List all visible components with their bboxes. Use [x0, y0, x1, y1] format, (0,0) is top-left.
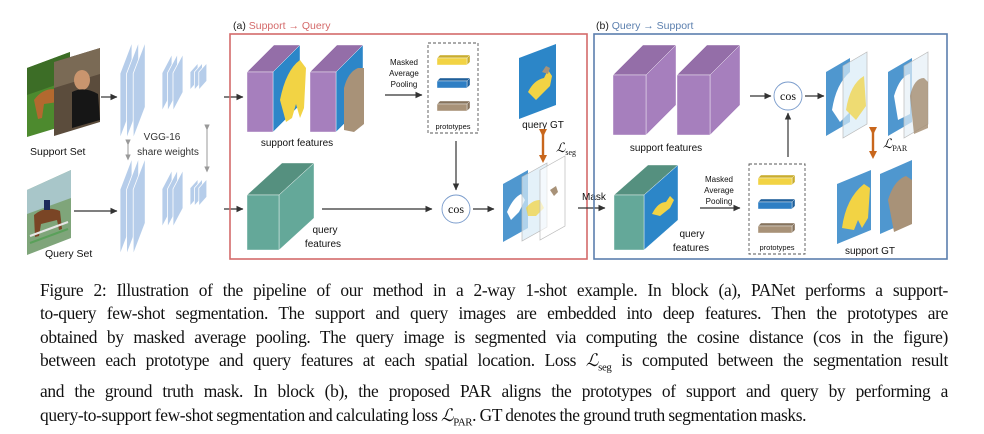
- loss-par-symbol: ℒPAR: [441, 405, 472, 425]
- prediction-class2: [540, 156, 565, 240]
- support-feature-map-b2: [677, 45, 740, 135]
- prototype-vector: [437, 78, 470, 88]
- share-weights-label: share weights: [137, 147, 199, 158]
- support-features-a: [247, 45, 364, 132]
- box-top-face: [437, 55, 470, 58]
- prototype-vector: [437, 55, 470, 65]
- query-features-label-a-line2: features: [305, 239, 341, 250]
- support-prediction-masks: [826, 52, 928, 138]
- map-label-a-line3: Pooling: [391, 80, 418, 89]
- caption-line: Figure 2: Illustration of the pipeline o…: [40, 279, 948, 302]
- box-front-face: [437, 81, 467, 88]
- map-label-b-line2: Average: [704, 186, 734, 195]
- prototype-vector: [758, 175, 795, 185]
- prototypes-label-a: prototypes: [435, 122, 470, 131]
- box-top-face: [758, 199, 795, 202]
- map-label-a-line1: Masked: [390, 58, 418, 67]
- box-front-face: [310, 72, 336, 132]
- prototype-vector: [758, 223, 795, 233]
- query-features-label-a-line1: query: [312, 225, 337, 236]
- box-top-face: [437, 101, 470, 104]
- vgg16-encoder-support: [120, 42, 207, 139]
- query-gt-label: query GT: [522, 120, 564, 131]
- prototype-vector: [437, 101, 470, 111]
- box-front-face: [247, 195, 279, 250]
- figure-caption: Figure 2: Illustration of the pipeline o…: [40, 279, 948, 434]
- box-front-face: [613, 75, 646, 135]
- box-front-face: [437, 104, 467, 111]
- block-a-support-to-query: (a) Support → Query support features Mas…: [230, 20, 587, 259]
- caption-text: is computed between the segmentation res…: [611, 350, 948, 370]
- cos-label-a: cos: [448, 202, 464, 216]
- box-front-face: [614, 195, 644, 250]
- support-gt-masks: [837, 160, 912, 244]
- box-top-face: [758, 223, 795, 226]
- caption-line: query-to-support few-shot segmentation a…: [40, 404, 948, 434]
- box-front-face: [247, 72, 273, 132]
- box-front-face: [758, 202, 792, 209]
- support-image-person: [54, 48, 100, 136]
- cos-label-b: cos: [780, 89, 796, 103]
- vgg16-label: VGG-16: [144, 132, 181, 143]
- query-features-label-b-line1: query: [679, 229, 704, 240]
- query-gt-mask: [519, 44, 556, 119]
- support-features-b: [613, 45, 740, 135]
- query-features-label-b-line2: features: [673, 243, 709, 254]
- caption-text: between each prototype and query feature…: [40, 350, 586, 370]
- query-features-b: [614, 165, 678, 250]
- pipeline-figure: Support Set Query Set VGG-16 share weigh…: [0, 0, 984, 265]
- loss-par-label: ℒPAR: [883, 136, 908, 153]
- block-b-title: (b) Query → Support: [596, 20, 694, 32]
- query-feature-map-a: [247, 163, 314, 250]
- query-prediction-masks: [503, 156, 565, 242]
- box-front-face: [437, 58, 467, 65]
- box-front-face: [758, 178, 792, 185]
- caption-line: to-query few-shot segmentation. The supp…: [40, 302, 948, 325]
- box-front-face: [758, 226, 792, 233]
- caption-line: between each prototype and query feature…: [40, 349, 948, 380]
- prototypes-b: [758, 175, 795, 233]
- support-gt-label: support GT: [845, 246, 895, 257]
- query-set-image: [27, 170, 71, 255]
- prototypes-label-b: prototypes: [759, 243, 794, 252]
- box-top-face: [758, 175, 795, 178]
- support-set-label: Support Set: [30, 146, 86, 158]
- support-features-label-b: support features: [630, 143, 702, 154]
- map-label-b-line1: Masked: [705, 175, 733, 184]
- block-a-title: (a) Support → Query: [233, 20, 331, 32]
- vgg16-encoder-query: [120, 158, 207, 255]
- caption-text: query-to-support few-shot segmentation a…: [40, 405, 441, 425]
- prototypes-a: [437, 55, 470, 111]
- map-label-b-line3: Pooling: [706, 197, 733, 206]
- support-features-label-a: support features: [261, 138, 333, 149]
- map-label-a-line2: Average: [389, 69, 419, 78]
- caption-line: obtained by masked average pooling. The …: [40, 326, 948, 349]
- box-top-face: [437, 78, 470, 81]
- loss-seg-label: ℒseg: [556, 140, 576, 157]
- caption-text: . GT denotes the ground truth segmentati…: [472, 405, 806, 425]
- query-set-label: Query Set: [45, 248, 92, 260]
- query-features-a: [247, 163, 314, 250]
- loss-seg-symbol: ℒseg: [586, 350, 612, 370]
- support-feature-map-b1: [613, 45, 676, 135]
- block-b-query-to-support: (b) Query → Support support features cos…: [594, 20, 947, 259]
- support-set-images: [27, 48, 100, 137]
- prototype-vector: [758, 199, 795, 209]
- caption-line: and the ground truth mask. In block (b),…: [40, 380, 948, 403]
- box-front-face: [677, 75, 710, 135]
